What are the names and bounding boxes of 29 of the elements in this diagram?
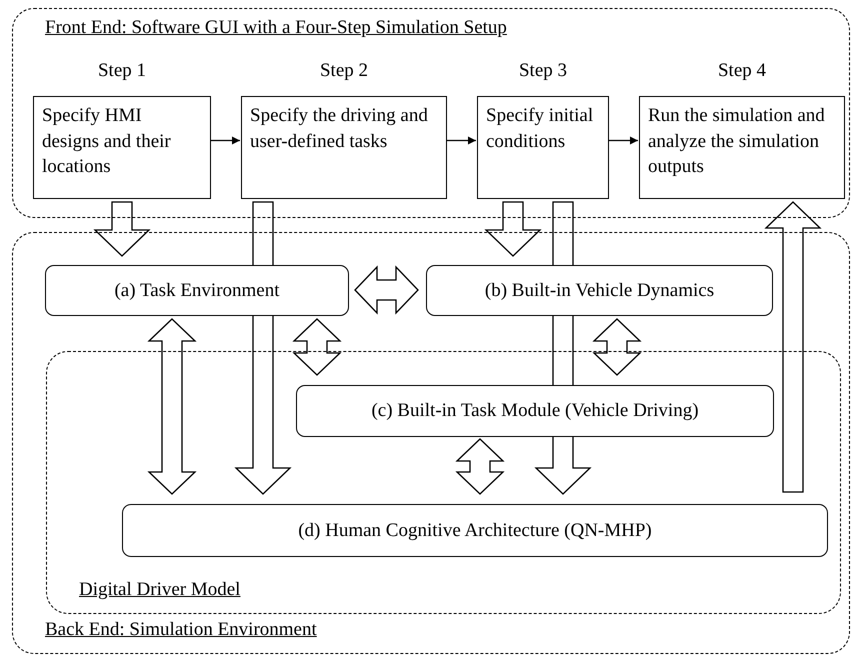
step-label: Step 4 [716, 60, 768, 82]
arrow [608, 136, 638, 144]
double-block-arrow [354, 265, 419, 315]
module-box: (c) Built-in Task Module (Vehicle Driving) [296, 385, 774, 437]
double-block-arrow [455, 438, 505, 495]
process-box: Specify initial conditions [477, 96, 609, 199]
group-heading: Front End: Software GUI with a Four-Step Simulation Setup [45, 17, 507, 39]
step-label: Step 3 [518, 60, 568, 82]
dashed-group-frame [12, 232, 850, 654]
process-box: Specify HMI designs and their locations [33, 96, 211, 199]
block-arrow [484, 201, 542, 257]
module-box: (b) Built-in Vehicle Dynamics [426, 265, 773, 316]
arrow [210, 136, 240, 144]
dashed-group-frame [46, 351, 841, 614]
process-box: Specify the driving and user-defined tasks [241, 96, 447, 199]
dashed-group-frame [12, 8, 850, 218]
process-box: Run the simulation and analyze the simulation outputs [639, 96, 845, 199]
block-arrow [93, 201, 151, 257]
double-block-arrow [147, 318, 197, 495]
module-box: (d) Human Cognitive Architecture (QN-MHP) [122, 504, 828, 557]
group-heading: Back End: Simulation Environment [45, 619, 317, 641]
group-heading: Digital Driver Model [79, 579, 240, 601]
step-label: Step 1 [96, 60, 148, 82]
module-box: (a) Task Environment [45, 265, 349, 316]
block-arrow [764, 201, 822, 493]
double-block-arrow [592, 318, 642, 376]
arrow [446, 136, 476, 144]
step-label: Step 2 [318, 60, 370, 82]
double-block-arrow [292, 318, 342, 376]
